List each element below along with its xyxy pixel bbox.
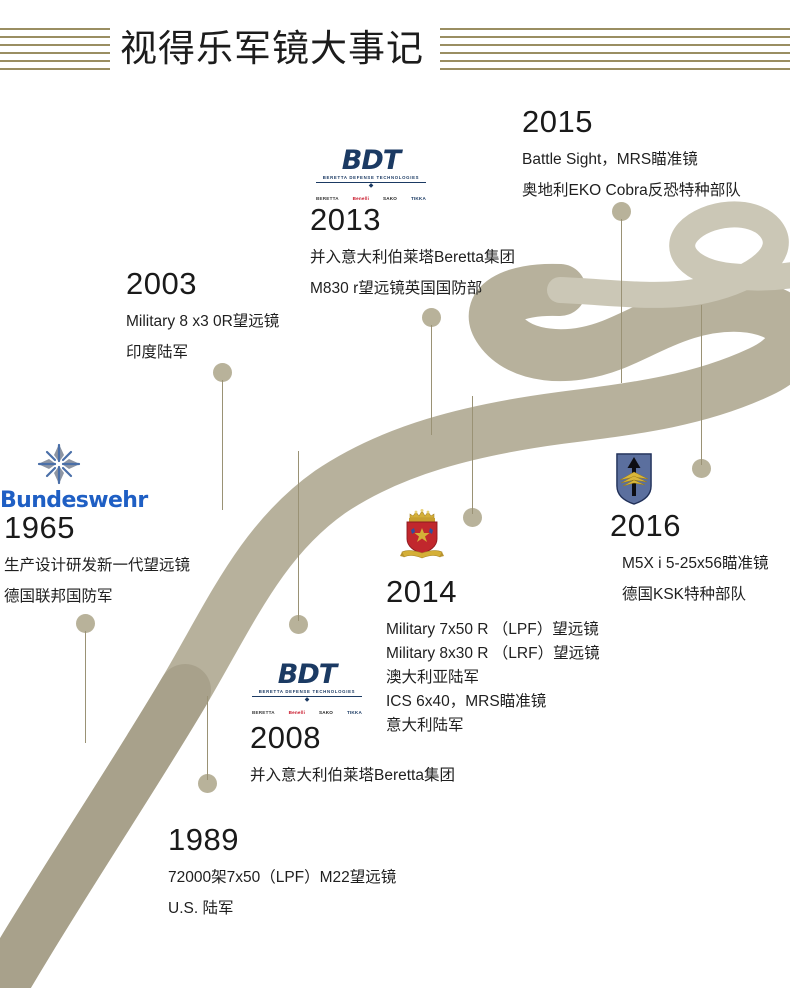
marker-stem	[620, 219, 623, 383]
entry-line: Military 8x30 R （LRF）望远镜	[386, 645, 600, 662]
page-header: 视得乐军镜大事记	[0, 0, 790, 96]
marker-dot	[213, 363, 232, 382]
brand-beretta: BERETTA	[252, 710, 275, 715]
entry-2014: 2014 Military 7x50 R （LPF）望远镜 Military 8…	[386, 572, 600, 738]
bdt-logo-2013: BDT BERETTA DEFENSE TECHNOLOGIES ◆ BERET…	[316, 145, 426, 201]
bdt-wordmark: BDT	[341, 145, 401, 176]
entry-lines: Military 8 x3 0R望远镜 印度陆军	[126, 306, 279, 368]
bdt-logo-2008: BDT BERETTA DEFENSE TECHNOLOGIES ◆ BERET…	[252, 659, 362, 715]
entry-line: U.S. 陆军	[168, 900, 234, 917]
bundeswehr-wordmark: Bundeswehr	[0, 488, 148, 513]
entry-year: 2008	[250, 720, 321, 755]
entry-line: 意大利陆军	[386, 717, 464, 734]
entry-lines: 并入意大利伯莱塔Beretta集团 M830 r望远镜英国国防部	[310, 242, 515, 304]
entry-year: 1989	[168, 822, 239, 857]
brand-benelli: Benelli	[352, 196, 370, 201]
entry-line: 并入意大利伯莱塔Beretta集团	[250, 767, 455, 784]
entry-2008: 2008 并入意大利伯莱塔Beretta集团	[250, 718, 455, 791]
marker-stem	[471, 396, 474, 514]
marker-stem	[84, 631, 87, 743]
entry-year: 2013	[310, 202, 381, 237]
italian-army-crest	[396, 506, 448, 562]
entry-2003: 2003 Military 8 x3 0R望远镜 印度陆军	[126, 264, 279, 368]
entry-lines: Battle Sight，MRS瞄准镜 奥地利EKO Cobra反恐特种部队	[522, 144, 741, 206]
marker-dot	[422, 308, 441, 327]
entry-line: 生产设计研发新一代望远镜	[4, 557, 191, 574]
entry-1989: 1989 72000架7x50（LPF）M22望远镜 U.S. 陆军	[168, 820, 396, 924]
road-path-upper	[547, 201, 790, 308]
bdt-divider-icon: ◆	[304, 697, 310, 703]
entry-line: Military 8 x3 0R望远镜	[126, 313, 280, 330]
iron-cross-icon	[37, 443, 81, 485]
marker-dot	[463, 508, 482, 527]
ksk-badge-icon	[613, 450, 655, 508]
marker-stem	[221, 380, 224, 510]
brand-tikka: TIKKA	[346, 710, 362, 715]
entry-line: M5X i 5-25x56瞄准镜	[622, 555, 769, 572]
entry-line: 德国KSK特种部队	[622, 586, 747, 603]
entry-year: 2003	[126, 266, 197, 301]
brand-sako: SAKO	[318, 710, 334, 715]
marker-stem	[297, 451, 300, 621]
entry-2013: 2013 并入意大利伯莱塔Beretta集团 M830 r望远镜英国国防部	[310, 200, 515, 304]
entry-line: M830 r望远镜英国国防部	[310, 280, 483, 297]
marker-stem	[700, 305, 703, 465]
header-rule-right	[440, 28, 790, 70]
entry-line: Military 7x50 R （LPF）望远镜	[386, 621, 599, 638]
entry-lines: M5X i 5-25x56瞄准镜 德国KSK特种部队	[622, 548, 768, 610]
entry-year: 2014	[386, 574, 457, 609]
bundeswehr-logo: Bundeswehr	[0, 442, 170, 513]
entry-line: 德国联邦国防军	[4, 588, 113, 605]
marker-dot	[76, 614, 95, 633]
bdt-brand-row: BERETTA Benelli SAKO TIKKA	[252, 708, 362, 717]
entry-line: 澳大利亚陆军	[386, 669, 480, 686]
bdt-subtitle: BERETTA DEFENSE TECHNOLOGIES	[252, 688, 362, 697]
bdt-divider-icon: ◆	[368, 183, 374, 189]
marker-dot	[692, 459, 711, 478]
entry-2015: 2015 Battle Sight，MRS瞄准镜 奥地利EKO Cobra反恐特…	[522, 102, 741, 206]
brand-beretta: BERETTA	[316, 196, 339, 201]
road-shadow	[0, 664, 211, 988]
marker-stem	[206, 696, 209, 780]
entry-line: 奥地利EKO Cobra反恐特种部队	[522, 182, 741, 199]
brand-benelli: Benelli	[288, 710, 306, 715]
entry-line: 72000架7x50（LPF）M22望远镜	[168, 869, 397, 886]
entry-line: ICS 6x40，MRS瞄准镜	[386, 693, 547, 710]
italian-army-crest-icon	[400, 509, 444, 559]
bdt-subtitle: BERETTA DEFENSE TECHNOLOGIES	[316, 174, 426, 183]
entry-1965: 1965 生产设计研发新一代望远镜 德国联邦国防军	[4, 508, 190, 612]
entry-year: 2015	[522, 104, 593, 139]
entry-lines: 生产设计研发新一代望远镜 德国联邦国防军	[4, 550, 190, 612]
ksk-badge	[612, 450, 656, 508]
entry-lines: 72000架7x50（LPF）M22望远镜 U.S. 陆军	[168, 862, 396, 924]
bdt-brand-row: BERETTA Benelli SAKO TIKKA	[316, 194, 426, 203]
entry-line: 印度陆军	[126, 344, 189, 361]
marker-dot	[198, 774, 217, 793]
entry-lines: Military 7x50 R （LPF）望远镜 Military 8x30 R…	[386, 618, 600, 738]
header-rule-left	[0, 28, 110, 70]
bdt-wordmark: BDT	[277, 659, 337, 690]
brand-tikka: TIKKA	[410, 196, 426, 201]
marker-dot	[289, 615, 308, 634]
brand-sako: SAKO	[382, 196, 398, 201]
entry-year: 2016	[610, 508, 681, 543]
entry-line: Battle Sight，MRS瞄准镜	[522, 151, 698, 168]
entry-line: 并入意大利伯莱塔Beretta集团	[310, 249, 515, 266]
marker-dot	[612, 202, 631, 221]
page-title: 视得乐军镜大事记	[120, 28, 424, 69]
entry-year: 1965	[4, 510, 75, 545]
marker-stem	[430, 325, 433, 435]
entry-lines: 并入意大利伯莱塔Beretta集团	[250, 760, 455, 791]
entry-2016: 2016 M5X i 5-25x56瞄准镜 德国KSK特种部队	[610, 506, 768, 610]
